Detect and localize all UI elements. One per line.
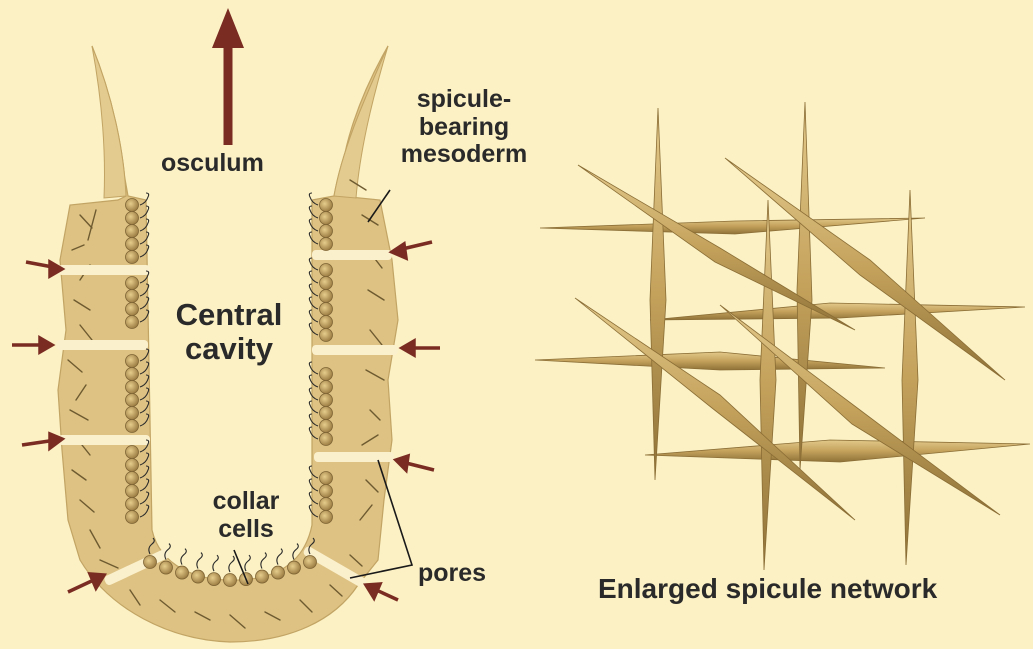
collar-cell bbox=[126, 394, 139, 407]
collar-cell bbox=[320, 212, 333, 225]
collar-cell bbox=[126, 407, 139, 420]
osculum-label: osculum bbox=[161, 150, 264, 178]
collar-cell bbox=[126, 381, 139, 394]
collar-cell bbox=[320, 303, 333, 316]
spicule bbox=[535, 352, 885, 370]
collar-cell bbox=[126, 225, 139, 238]
spicule bbox=[902, 190, 918, 565]
collar-cell bbox=[320, 485, 333, 498]
collar-cell bbox=[320, 277, 333, 290]
flagellum bbox=[229, 556, 234, 572]
collar-cell bbox=[320, 394, 333, 407]
collar-cell bbox=[224, 574, 237, 587]
collar-cell bbox=[320, 264, 333, 277]
collar-cell bbox=[320, 329, 333, 342]
flagellum bbox=[213, 555, 218, 571]
diagonal-spicules bbox=[575, 158, 1005, 520]
collar-cell bbox=[126, 355, 139, 368]
collar-cells-line2: cells bbox=[204, 516, 288, 544]
collar-cell bbox=[320, 368, 333, 381]
collar-cell bbox=[126, 277, 139, 290]
collar-cell bbox=[320, 433, 333, 446]
flagellum bbox=[197, 553, 202, 569]
right-horn bbox=[334, 46, 388, 198]
collar-cell bbox=[288, 561, 301, 574]
spicule bbox=[650, 108, 666, 480]
collar-cell bbox=[320, 199, 333, 212]
collar-cells-label: collar cells bbox=[204, 488, 288, 543]
pores-label: pores bbox=[418, 560, 486, 588]
central-cavity-line2: cavity bbox=[163, 332, 295, 366]
collar-cell bbox=[126, 290, 139, 303]
collar-cell bbox=[126, 472, 139, 485]
flagellum bbox=[277, 549, 282, 565]
collar-cell bbox=[320, 472, 333, 485]
flagellum bbox=[181, 549, 186, 565]
vertical-spicules bbox=[650, 102, 918, 570]
collar-cell bbox=[208, 573, 221, 586]
collar-cell bbox=[320, 498, 333, 511]
osculum-arrow bbox=[212, 8, 244, 145]
collar-cell bbox=[320, 290, 333, 303]
collar-cell bbox=[320, 381, 333, 394]
collar-cell bbox=[126, 238, 139, 251]
spicule-bearing-mesoderm-label: spicule- bearing mesoderm bbox=[388, 86, 540, 169]
central-cavity-line1: Central bbox=[163, 298, 295, 332]
spicule bbox=[645, 440, 1030, 462]
collar-cell bbox=[320, 316, 333, 329]
spicule-network bbox=[535, 102, 1030, 570]
collar-cell bbox=[256, 570, 269, 583]
left-horn bbox=[92, 46, 126, 198]
collar-cell bbox=[126, 498, 139, 511]
spicule bbox=[540, 218, 925, 234]
collar-cell bbox=[160, 561, 173, 574]
collar-cell bbox=[320, 420, 333, 433]
network-caption: Enlarged spicule network bbox=[598, 574, 937, 605]
collar-cell bbox=[144, 556, 157, 569]
spicule bbox=[650, 303, 1025, 320]
collar-cell bbox=[126, 485, 139, 498]
collar-cell bbox=[272, 566, 285, 579]
collar-cell bbox=[126, 251, 139, 264]
spicule bbox=[575, 298, 855, 520]
spicule-bearing-line1: spicule- bbox=[388, 86, 540, 114]
collar-cell bbox=[126, 420, 139, 433]
collar-cell bbox=[176, 566, 189, 579]
collar-cell bbox=[126, 199, 139, 212]
spicule bbox=[578, 165, 855, 330]
collar-cell bbox=[192, 570, 205, 583]
collar-cell bbox=[126, 511, 139, 524]
collar-cell bbox=[320, 238, 333, 251]
flagellum bbox=[245, 555, 250, 571]
flagellum bbox=[261, 553, 266, 569]
collar-cells-line1: collar bbox=[204, 488, 288, 516]
central-cavity-label: Central cavity bbox=[163, 298, 295, 366]
collar-cell bbox=[126, 368, 139, 381]
collar-cell bbox=[126, 459, 139, 472]
collar-cell bbox=[320, 225, 333, 238]
spicule bbox=[797, 102, 812, 470]
collar-cell bbox=[126, 212, 139, 225]
collar-cell bbox=[126, 303, 139, 316]
collar-cell bbox=[320, 407, 333, 420]
collar-cell bbox=[126, 316, 139, 329]
collar-cell bbox=[126, 446, 139, 459]
collar-cell bbox=[320, 511, 333, 524]
collar-cell bbox=[304, 556, 317, 569]
spicule-bearing-line2: bearing bbox=[388, 114, 540, 142]
spicule-bearing-line3: mesoderm bbox=[388, 141, 540, 169]
spicule bbox=[760, 200, 776, 570]
